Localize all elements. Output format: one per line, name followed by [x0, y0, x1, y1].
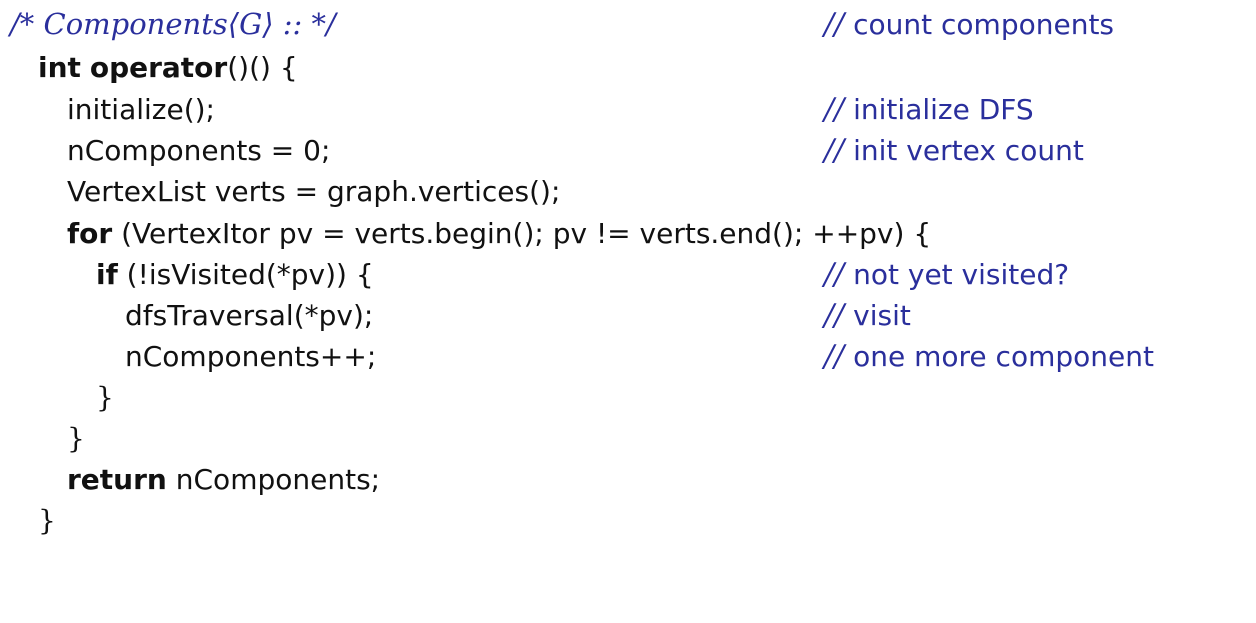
- comment-if: // not yet visited?: [824, 254, 1069, 295]
- header-open: /*: [10, 7, 44, 41]
- code-line-initialize: initialize(); // initialize DFS: [0, 89, 1256, 130]
- statement-verts: VertexList verts = graph.vertices();: [67, 175, 561, 208]
- statement-ncomponents-init: nComponents = 0;: [67, 134, 331, 167]
- keyword-if: if: [96, 258, 118, 291]
- comment-increment: // one more component: [824, 336, 1154, 377]
- code-line-close-for: }: [0, 418, 1256, 459]
- header-trailing-comment: // count components: [824, 4, 1114, 45]
- comment-text: count components: [853, 8, 1115, 41]
- header-comment: /* Components⟨G⟩ :: */: [10, 4, 336, 45]
- statement-initialize: initialize();: [67, 93, 215, 126]
- comment-slashes: //: [824, 298, 845, 333]
- if-rest: (!isVisited(*pv)) {: [117, 258, 374, 291]
- header-rest: :: */: [273, 7, 336, 41]
- statement-for: for (VertexItor pv = verts.begin(); pv !…: [67, 213, 931, 254]
- comment-slashes: //: [824, 7, 845, 42]
- keyword-return: return: [67, 463, 167, 496]
- code-line-if: if (!isVisited(*pv)) { // not yet visite…: [0, 254, 1256, 295]
- header-param: G: [239, 7, 263, 41]
- code-line-close-if: }: [0, 377, 1256, 418]
- brace-close-for: }: [67, 422, 85, 455]
- comment-text: not yet visited?: [853, 258, 1070, 291]
- code-line-header: /* Components⟨G⟩ :: */ // count componen…: [0, 4, 1256, 45]
- code-line-close-fn: }: [0, 500, 1256, 541]
- code-line-return: return nComponents;: [0, 459, 1256, 500]
- comment-initialize: // initialize DFS: [824, 89, 1034, 130]
- keyword-int: int: [38, 51, 81, 84]
- for-rest: (VertexItor pv = verts.begin(); pv != ve…: [112, 217, 932, 250]
- header-rangle: ⟩: [262, 7, 274, 41]
- comment-text: visit: [853, 299, 911, 332]
- comment-text: one more component: [853, 340, 1154, 373]
- keyword-for: for: [67, 217, 113, 250]
- code-listing: /* Components⟨G⟩ :: */ // count componen…: [0, 4, 1256, 541]
- brace-close-if: }: [96, 381, 114, 414]
- code-line-verts: VertexList verts = graph.vertices();: [0, 171, 1256, 212]
- brace-close-function: }: [38, 504, 56, 537]
- code-line-signature: int operator()() {: [0, 47, 1256, 88]
- code-line-increment: nComponents++; // one more component: [0, 336, 1256, 377]
- comment-text: initialize DFS: [853, 93, 1034, 126]
- signature: int operator()() {: [38, 47, 298, 88]
- statement-return: return nComponents;: [67, 459, 380, 500]
- comment-slashes: //: [824, 339, 845, 374]
- statement-if: if (!isVisited(*pv)) {: [96, 254, 374, 295]
- return-rest: nComponents;: [166, 463, 381, 496]
- header-langle: ⟨: [227, 7, 240, 41]
- statement-dfs: dfsTraversal(*pv);: [125, 299, 374, 332]
- code-line-for: for (VertexItor pv = verts.begin(); pv !…: [0, 213, 1256, 254]
- comment-slashes: //: [824, 92, 845, 127]
- code-line-dfs: dfsTraversal(*pv); // visit: [0, 295, 1256, 336]
- comment-text: init vertex count: [853, 134, 1084, 167]
- header-name: Components: [43, 7, 228, 41]
- code-line-ncomponents-init: nComponents = 0; // init vertex count: [0, 130, 1256, 171]
- comment-slashes: //: [824, 133, 845, 168]
- comment-dfs: // visit: [824, 295, 911, 336]
- signature-rest: ()() {: [227, 51, 298, 84]
- function-name: operator: [89, 51, 228, 84]
- statement-increment: nComponents++;: [125, 340, 377, 373]
- comment-ncomponents-init: // init vertex count: [824, 130, 1084, 171]
- comment-slashes: //: [824, 257, 845, 292]
